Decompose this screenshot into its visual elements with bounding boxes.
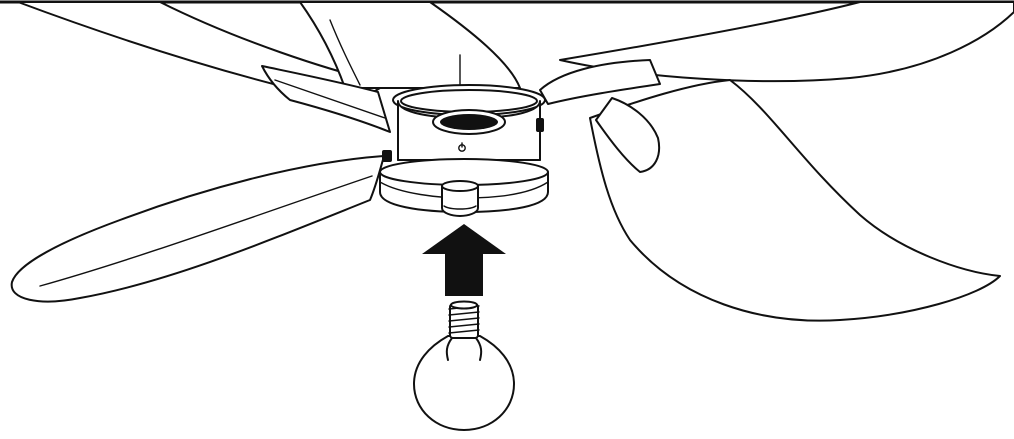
bulb-glass <box>414 336 514 430</box>
fan-blade-right <box>590 80 1000 321</box>
fan-blade-left <box>12 156 384 301</box>
receiver-window <box>440 114 498 130</box>
up-arrow-icon <box>422 224 506 296</box>
light-bulb-icon <box>414 302 514 431</box>
bulb-socket-top <box>442 181 478 191</box>
bulb-contact-tip <box>451 302 477 309</box>
screw-left <box>382 150 392 162</box>
fan-blade-top-right-edge <box>540 60 660 104</box>
motor-housing-top-inner <box>401 90 537 112</box>
screw-right <box>536 118 544 132</box>
